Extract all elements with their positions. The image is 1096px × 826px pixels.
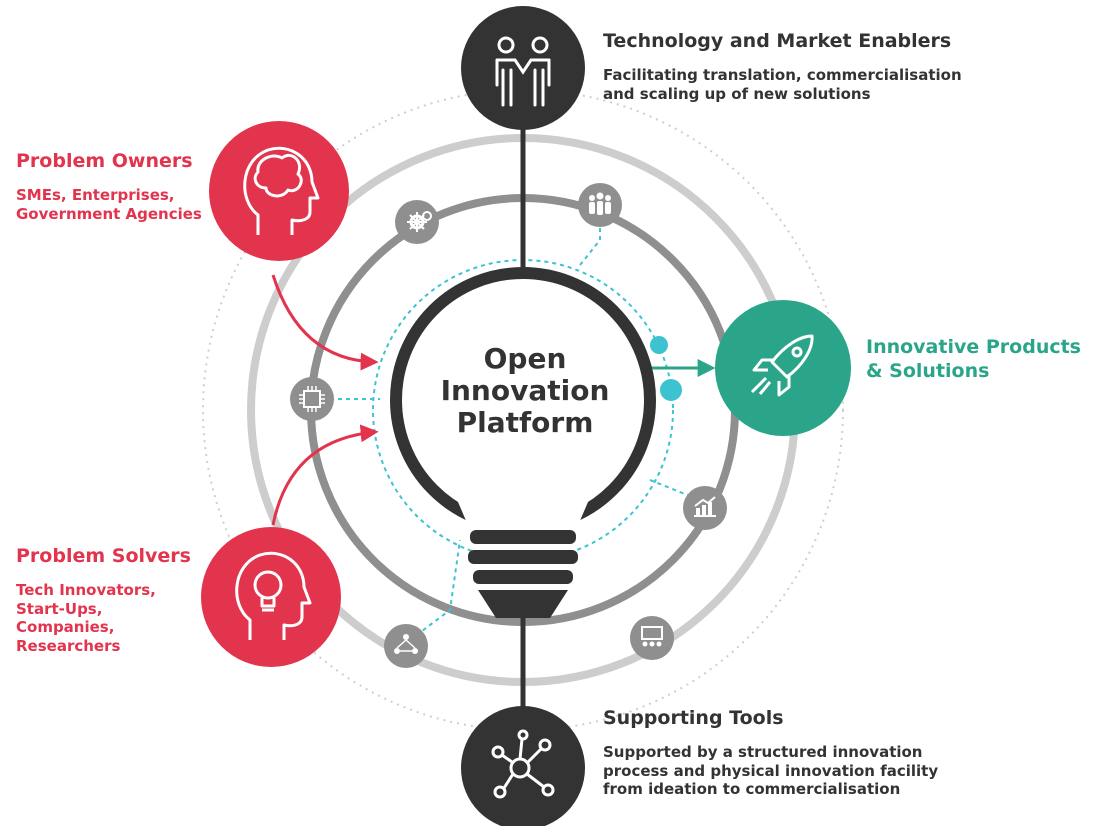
bulb-base-band-1 bbox=[470, 530, 576, 544]
solvers-arrow bbox=[271, 424, 379, 526]
top-node bbox=[461, 6, 585, 130]
cyan-dot-1 bbox=[650, 336, 668, 354]
spoke-network bbox=[409, 539, 461, 641]
bottom-node bbox=[461, 706, 585, 826]
innovative-products-line-1: Innovative Products bbox=[866, 336, 1081, 358]
problem-owners-desc-2: Government Agencies bbox=[16, 204, 202, 223]
center-label: Open Innovation Platform bbox=[410, 342, 640, 440]
center-line-2: Innovation bbox=[440, 374, 610, 408]
bulb-base-band-2 bbox=[468, 550, 578, 564]
network-nodes-icon bbox=[491, 729, 555, 799]
network-people-icon bbox=[384, 624, 428, 668]
bulb-base-tip bbox=[478, 590, 568, 618]
innovative-products-line-2: & Solutions bbox=[866, 359, 990, 382]
problem-solvers-title: Problem Solvers bbox=[16, 545, 191, 567]
head-brain-icon bbox=[243, 146, 320, 235]
problem-owners-text: Problem Owners SMEs, Enterprises, Govern… bbox=[16, 150, 202, 223]
cyan-dot-2 bbox=[660, 379, 682, 401]
outer-dotted-ring bbox=[202, 89, 844, 731]
problem-solvers-desc-2: Start-Ups, bbox=[16, 599, 103, 618]
handshake-people-icon bbox=[495, 36, 551, 107]
gears-icon bbox=[395, 200, 439, 244]
bottom-node-text: Supporting Tools Supported by a structur… bbox=[603, 707, 938, 799]
top-node-desc-2: and scaling up of new solutions bbox=[603, 84, 871, 103]
problem-owners-node bbox=[209, 121, 349, 261]
innovative-products-node bbox=[715, 300, 851, 436]
innovative-products-text: Innovative Products & Solutions bbox=[866, 336, 1081, 384]
problem-solvers-desc-3: Companies, bbox=[16, 618, 115, 637]
presentation-icon bbox=[630, 616, 674, 660]
bulb-neck bbox=[455, 495, 591, 530]
spoke-chart bbox=[649, 479, 701, 501]
problem-solvers-text: Problem Solvers Tech Innovators, Start-U… bbox=[16, 545, 191, 656]
head-lightbulb-icon bbox=[235, 551, 312, 640]
growth-chart-icon bbox=[683, 486, 727, 530]
center-line-1: Open bbox=[483, 342, 567, 375]
bottom-node-title: Supporting Tools bbox=[603, 707, 784, 729]
people-group-icon bbox=[578, 183, 622, 227]
top-node-title: Technology and Market Enablers bbox=[603, 30, 952, 52]
top-node-text: Technology and Market Enablers Facilitat… bbox=[603, 30, 962, 103]
bottom-node-desc-1: Supported by a structured innovation bbox=[603, 742, 923, 761]
bottom-node-desc-3: from ideation to commercialisation bbox=[603, 780, 901, 799]
problem-solvers-node bbox=[201, 527, 341, 667]
owners-arrow bbox=[271, 274, 379, 371]
bulb-base-band-3 bbox=[473, 570, 573, 584]
problem-owners-desc-1: SMEs, Enterprises, bbox=[16, 185, 175, 204]
problem-owners-title: Problem Owners bbox=[16, 150, 193, 172]
problem-solvers-desc-4: Researchers bbox=[16, 637, 121, 655]
chip-icon bbox=[290, 377, 334, 421]
bottom-node-desc-2: process and physical innovation facility bbox=[603, 761, 939, 780]
lightbulb bbox=[390, 267, 656, 618]
problem-solvers-desc-1: Tech Innovators, bbox=[16, 580, 156, 599]
rocket-icon bbox=[750, 334, 814, 397]
center-line-3: Platform bbox=[456, 406, 594, 440]
top-node-desc-1: Facilitating translation, commercialisat… bbox=[603, 65, 962, 84]
